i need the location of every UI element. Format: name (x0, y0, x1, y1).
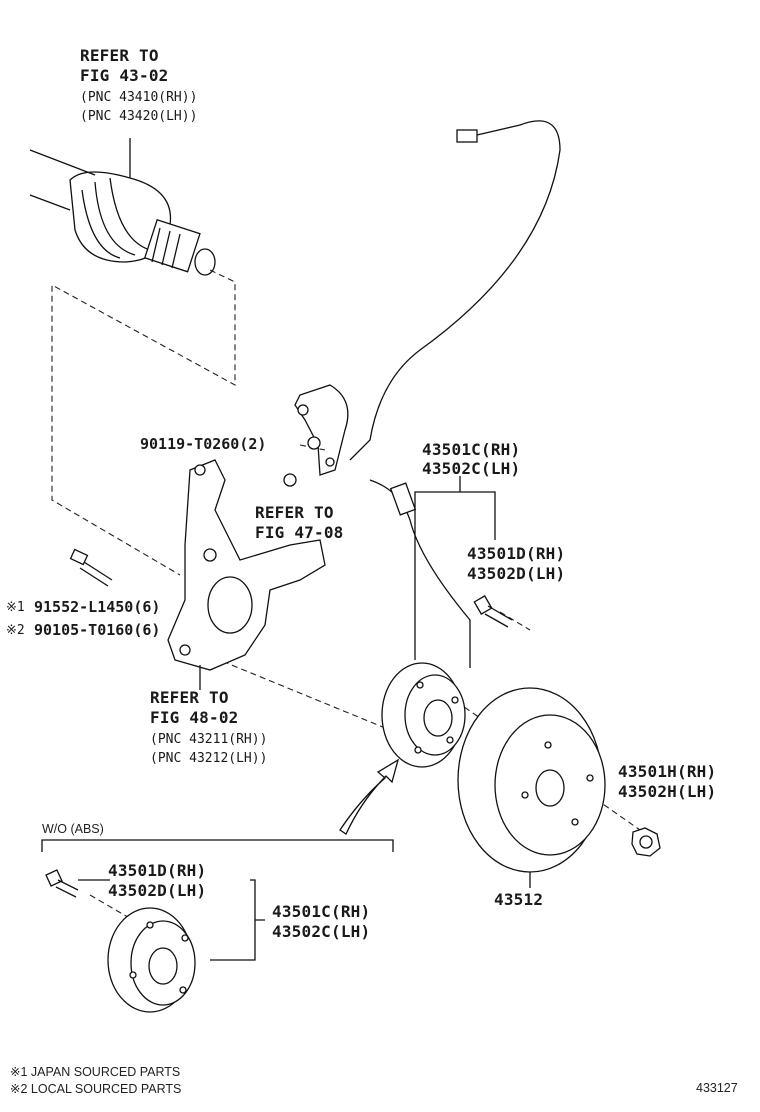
mark-japan: ※1 (6, 600, 25, 615)
hub-lh-label: 43502C(LH) (422, 459, 521, 478)
wo-abs-label: W/O (ABS) (42, 822, 104, 836)
nut-lh-label: 43502H(LH) (618, 782, 717, 801)
knuckle-bolt-drawing (69, 548, 113, 587)
hub-rh-label: 43501C(RH) (422, 440, 521, 459)
brake-rotor-drawing (457, 687, 606, 888)
sensor-ref-line2: FIG 47-08 (255, 523, 344, 542)
hubbolt-rh-label: 43501D(RH) (467, 544, 566, 563)
driveshaft-pnc-lh: (PNC 43420(LH)) (80, 109, 198, 124)
hub-bolt-drawing (473, 595, 513, 628)
knuckle-pnc-lh: (PNC 43212(LH)) (150, 751, 268, 766)
footnote-local: ※2 LOCAL SOURCED PARTS (10, 1082, 182, 1096)
nut-rh-label: 43501H(RH) (618, 762, 717, 781)
wo-hub-lh-label: 43502C(LH) (272, 922, 371, 941)
rotor-label: 43512 (494, 890, 544, 909)
driveshaft-pnc-rh: (PNC 43410(RH)) (80, 90, 198, 105)
driveshaft-ref-line1: REFER TO (80, 46, 159, 65)
wo-hubbolt-rh-label: 43501D(RH) (108, 861, 207, 880)
knuckle-ref-line2: FIG 48-02 (150, 708, 239, 727)
drive-shaft-drawing (29, 138, 216, 276)
leader-lines (41, 476, 496, 961)
knuckle-ref-line1: REFER TO (150, 688, 229, 707)
sensor-bolt-label: 90119-T0260(2) (140, 435, 267, 453)
hub-nut-drawing (631, 827, 661, 857)
figure-id: 433127 (696, 1081, 738, 1095)
sensor-ref-line1: REFER TO (255, 503, 334, 522)
hubbolt-lh-label: 43502D(LH) (467, 564, 566, 583)
wo-abs-hub-drawing (45, 869, 196, 1013)
hub-assembly-drawing (381, 662, 466, 768)
steering-knuckle-drawing (167, 459, 326, 690)
mark-local: ※2 (6, 623, 25, 638)
driveshaft-ref-line2: FIG 43-02 (80, 66, 169, 85)
wo-hubbolt-lh-label: 43502D(LH) (108, 881, 207, 900)
wo-hub-rh-label: 43501C(RH) (272, 902, 371, 921)
abs-sensor-drawing (283, 120, 561, 668)
knuckle-bolt-jp-label: 91552-L1450(6) (34, 598, 161, 616)
direction-arrow (339, 758, 400, 835)
knuckle-pnc-rh: (PNC 43211(RH)) (150, 732, 268, 747)
footnote-japan: ※1 JAPAN SOURCED PARTS (10, 1065, 181, 1079)
knuckle-bolt-local-label: 90105-T0160(6) (34, 621, 161, 639)
